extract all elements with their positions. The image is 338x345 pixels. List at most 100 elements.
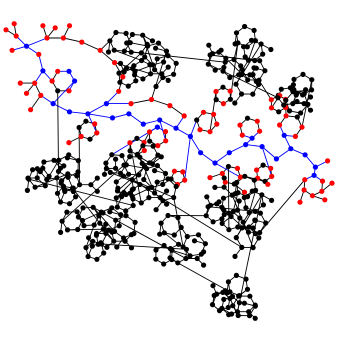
bond-582 xyxy=(207,63,279,99)
oxygen-atom-70 xyxy=(292,133,298,139)
carbon-atom-178 xyxy=(227,74,233,81)
carbon-atom-339 xyxy=(54,175,60,181)
carbon-atom-141 xyxy=(123,30,129,36)
bond-114 xyxy=(261,146,273,177)
nitrogen-atom-0 xyxy=(23,43,30,49)
carbon-atom-433 xyxy=(239,225,245,231)
carbon-atom-502 xyxy=(236,293,242,299)
carbon-atom-340 xyxy=(44,176,50,183)
oxygen-atom-54 xyxy=(146,129,153,135)
bond-34 xyxy=(87,113,113,119)
carbon-atom-189 xyxy=(245,77,251,83)
carbon-atom-475 xyxy=(202,241,208,247)
carbon-atom-163 xyxy=(173,60,179,66)
carbon-atom-236 xyxy=(283,97,289,103)
carbon-atom-444 xyxy=(220,195,227,201)
carbon-atom-404 xyxy=(226,227,232,233)
oxygen-atom-73 xyxy=(283,113,289,119)
carbon-atom-205 xyxy=(252,57,258,64)
carbon-atom-497 xyxy=(233,272,239,278)
oxygen-atom-50 xyxy=(181,113,187,119)
nitrogen-atom-31 xyxy=(66,68,72,74)
carbon-atom-405 xyxy=(219,220,225,226)
nitrogen-atom-5 xyxy=(50,101,56,107)
carbon-atom-187 xyxy=(251,27,257,33)
carbon-atom-429 xyxy=(259,192,265,198)
bond-60 xyxy=(159,119,167,142)
bond-404 xyxy=(67,228,104,231)
nitrogen-atom-36 xyxy=(173,125,179,131)
carbon-atom-245 xyxy=(294,98,300,105)
carbon-atom-455 xyxy=(221,184,227,190)
carbon-atom-384 xyxy=(113,217,119,223)
oxygen-atom-61 xyxy=(200,109,207,115)
carbon-atom-253 xyxy=(137,181,143,188)
carbon-atom-274 xyxy=(127,154,133,160)
carbon-atom-67 xyxy=(244,115,251,121)
nitrogen-atom-33 xyxy=(126,111,132,117)
carbon-atom-193 xyxy=(262,68,268,74)
carbon-atom-200 xyxy=(212,67,218,73)
carbon-atom-400 xyxy=(103,230,109,236)
nitrogen-atom-42 xyxy=(259,144,265,150)
carbon-atom-214 xyxy=(253,78,259,84)
carbon-atom-413 xyxy=(251,177,257,183)
carbon-atom-431 xyxy=(252,208,258,214)
oxygen-atom-9 xyxy=(116,88,122,94)
carbon-atom-380 xyxy=(90,204,96,210)
bond-599 xyxy=(171,259,231,293)
carbon-atom-407 xyxy=(230,209,236,215)
carbon-atom-440 xyxy=(236,198,242,204)
nitrogen-atom-6 xyxy=(66,109,73,115)
carbon-atom-262 xyxy=(141,176,147,183)
bond-597 xyxy=(173,197,184,248)
carbon-atom-195 xyxy=(205,61,211,67)
oxygen-atom-101 xyxy=(254,167,260,173)
carbon-atom-503 xyxy=(247,293,253,299)
carbon-atom-135 xyxy=(139,57,145,64)
carbon-atom-501 xyxy=(230,303,236,309)
carbon-atom-125 xyxy=(87,136,93,142)
oxygen-atom-10 xyxy=(120,74,126,80)
carbon-atom-386 xyxy=(132,219,138,225)
bond-51 xyxy=(151,99,171,107)
carbon-atom-183 xyxy=(244,44,250,50)
carbon-atom-153 xyxy=(133,78,139,84)
carbon-atom-140 xyxy=(113,29,119,36)
carbon-atom-500 xyxy=(235,312,241,319)
bond-41 xyxy=(200,152,216,164)
carbon-atom-477 xyxy=(153,256,159,262)
carbon-atom-360 xyxy=(75,226,81,233)
carbon-atom-137 xyxy=(121,48,127,54)
bond-11 xyxy=(99,49,116,64)
bond-44 xyxy=(245,144,263,148)
carbon-atom-511 xyxy=(216,308,223,314)
carbon-atom-436 xyxy=(250,245,256,251)
bond-35 xyxy=(112,113,130,119)
carbon-atom-295 xyxy=(134,151,140,157)
oxygen-atom-29 xyxy=(49,78,55,84)
carbon-atom-516 xyxy=(241,300,247,306)
carbon-atom-448 xyxy=(232,191,238,197)
oxygen-atom-113 xyxy=(220,101,226,107)
carbon-atom-316 xyxy=(74,173,80,179)
carbon-atom-296 xyxy=(140,143,146,149)
oxygen-atom-4 xyxy=(38,92,44,98)
carbon-atom-364 xyxy=(74,209,80,215)
carbon-atom-288 xyxy=(123,191,129,198)
carbon-atom-190 xyxy=(239,67,245,73)
carbon-atom-106 xyxy=(276,109,282,115)
carbon-atom-131 xyxy=(148,71,154,77)
carbon-atom-468 xyxy=(165,212,171,219)
oxygen-atom-68 xyxy=(254,118,260,124)
carbon-atom-210 xyxy=(250,91,256,97)
carbon-atom-216 xyxy=(232,41,238,47)
carbon-atom-421 xyxy=(203,213,209,219)
bond-46 xyxy=(275,148,292,160)
carbon-atom-224 xyxy=(281,102,287,108)
oxygen-atom-27 xyxy=(66,88,72,94)
carbon-atom-132 xyxy=(140,76,146,82)
oxygen-atom-91 xyxy=(241,189,248,195)
oxygen-atom-56 xyxy=(162,129,169,135)
carbon-atom-185 xyxy=(233,30,240,36)
